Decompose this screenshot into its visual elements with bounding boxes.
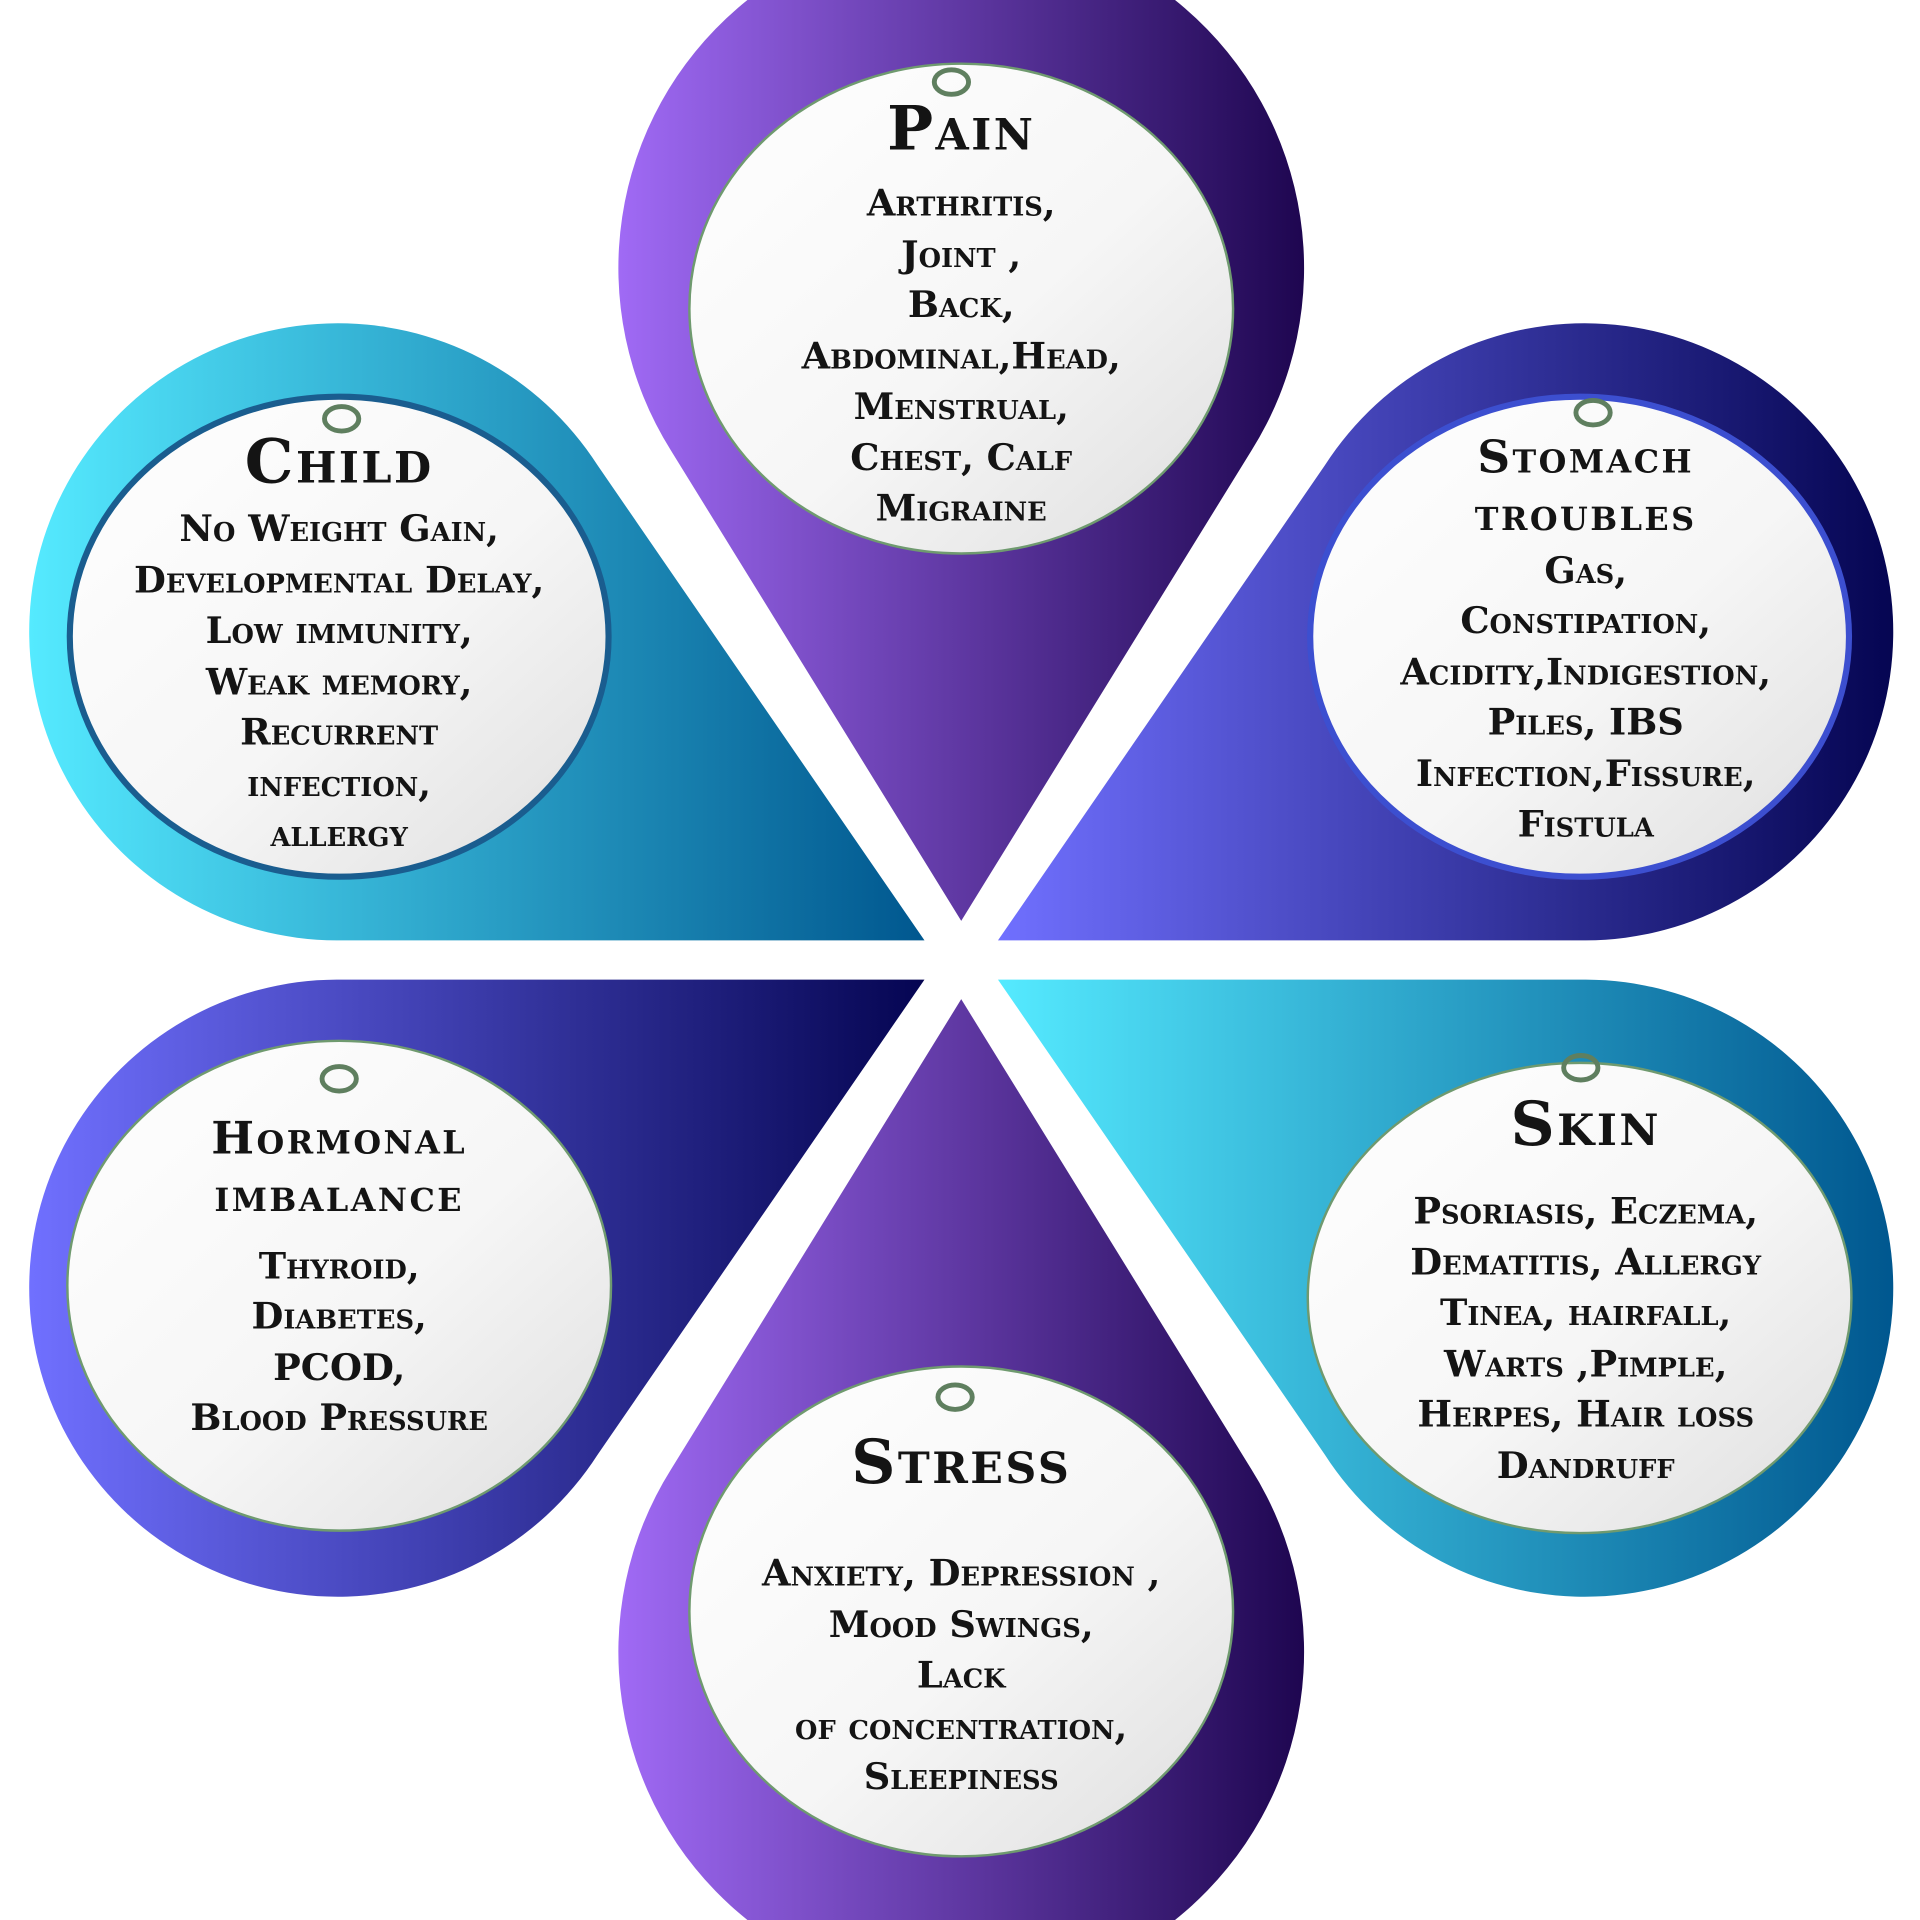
title-line: imbalance (214, 1168, 464, 1223)
condition-item: Warts ,Pimple, (1444, 1342, 1728, 1386)
condition-item: Arthritis, (866, 182, 1056, 226)
title-line: Stress (851, 1425, 1072, 1498)
condition-item: Menstrual, (853, 385, 1069, 429)
condition-list: Gas, Constipation, Acidity,Indigestion, … (1400, 546, 1771, 851)
condition-item: Anxiety, Depression , (761, 1552, 1161, 1596)
title-line: Stomach (1477, 429, 1695, 484)
condition-item: Constipation, (1460, 600, 1712, 644)
ring-icon (1573, 397, 1613, 428)
condition-item: Joint , (901, 233, 1022, 277)
category-title: Stomach troubles (1475, 429, 1697, 544)
condition-item: of concentration, (795, 1705, 1128, 1748)
condition-item: Chest, Calf (850, 436, 1073, 480)
ring-icon (935, 1382, 975, 1412)
category-child: Child No Weight Gain, Developmental Dela… (88, 430, 590, 860)
category-title: Hormonal imbalance (211, 1109, 467, 1224)
condition-item: Thyroid, (258, 1245, 420, 1289)
condition-item: allergy (270, 813, 408, 856)
disc-skin (1306, 1061, 1853, 1535)
ring-icon (322, 404, 362, 434)
ring-icon (319, 1064, 359, 1094)
category-stomach: Stomach troubles Gas, Constipation, Acid… (1335, 429, 1837, 851)
title-line: Skin (1510, 1087, 1661, 1160)
title-line: troubles (1474, 487, 1697, 542)
category-stress: Stress Anxiety, Depression , Mood Swings… (710, 1431, 1212, 1803)
ring-icon (1561, 1053, 1601, 1083)
category-pain: Pain Arthritis, Joint , Back, Abdominal,… (716, 97, 1206, 535)
condition-item: Weak memory, (205, 660, 473, 704)
category-title: Child (245, 430, 434, 492)
condition-item: Low immunity, (205, 609, 473, 653)
disc-stomach (1307, 393, 1853, 880)
category-hormonal: Hormonal imbalance Thyroid, Diabetes, PC… (88, 1109, 590, 1444)
condition-item: Back, (907, 284, 1015, 327)
disc-hormonal (66, 1039, 613, 1532)
condition-list: Psoriasis, Eczema, Dematitis, Allergy Ti… (1410, 1187, 1761, 1492)
condition-item: Mood Swings, (828, 1603, 1094, 1647)
condition-item: Abdominal,Head, (801, 334, 1121, 378)
condition-list: Thyroid, Diabetes, PCOD, Blood Pressure (190, 1242, 488, 1445)
condition-item: Gas, (1544, 549, 1628, 593)
condition-item: Recurrent (240, 711, 439, 755)
title-line: Child (244, 424, 434, 498)
condition-item: Infection,Fissure, (1415, 753, 1756, 796)
disc-pain (688, 62, 1235, 555)
condition-item: Psoriasis, Eczema, (1413, 1190, 1759, 1234)
condition-item: infection, (247, 762, 432, 806)
category-title: Pain (887, 97, 1035, 159)
category-skin: Skin Psoriasis, Eczema, Dematitis, Aller… (1335, 1093, 1837, 1491)
condition-item: Sleepiness (863, 1755, 1059, 1799)
title-line: Hormonal (211, 1110, 468, 1165)
condition-item: Tinea, hairfall, (1440, 1291, 1732, 1335)
ring-icon (931, 67, 972, 97)
condition-item: Dandruff (1496, 1444, 1675, 1488)
condition-item: Diabetes, (251, 1296, 427, 1339)
condition-list: Arthritis, Joint , Back, Abdominal,Head,… (802, 179, 1121, 535)
condition-item: Herpes, Hair loss (1417, 1393, 1755, 1437)
category-title: Skin (1510, 1093, 1660, 1154)
condition-item: Developmental Delay, (134, 558, 545, 602)
condition-item: Acidity,Indigestion, (1400, 651, 1772, 695)
condition-item: No Weight Gain, (179, 508, 499, 552)
disc-stress (688, 1365, 1235, 1858)
condition-list: No Weight Gain, Developmental Delay, Low… (134, 504, 544, 860)
condition-item: Piles, IBS (1487, 702, 1684, 746)
condition-item: Dematitis, Allergy (1410, 1241, 1762, 1284)
disc-child (66, 393, 612, 880)
title-line: Pain (887, 91, 1036, 165)
category-title: Stress (851, 1431, 1071, 1492)
condition-item: Fistula (1517, 803, 1654, 847)
condition-item: Lack (916, 1654, 1006, 1698)
condition-list: Anxiety, Depression , Mood Swings, Lack … (762, 1549, 1161, 1803)
condition-item: PCOD, (273, 1346, 406, 1390)
condition-item: Migraine (875, 487, 1047, 531)
condition-item: Blood Pressure (190, 1397, 488, 1441)
